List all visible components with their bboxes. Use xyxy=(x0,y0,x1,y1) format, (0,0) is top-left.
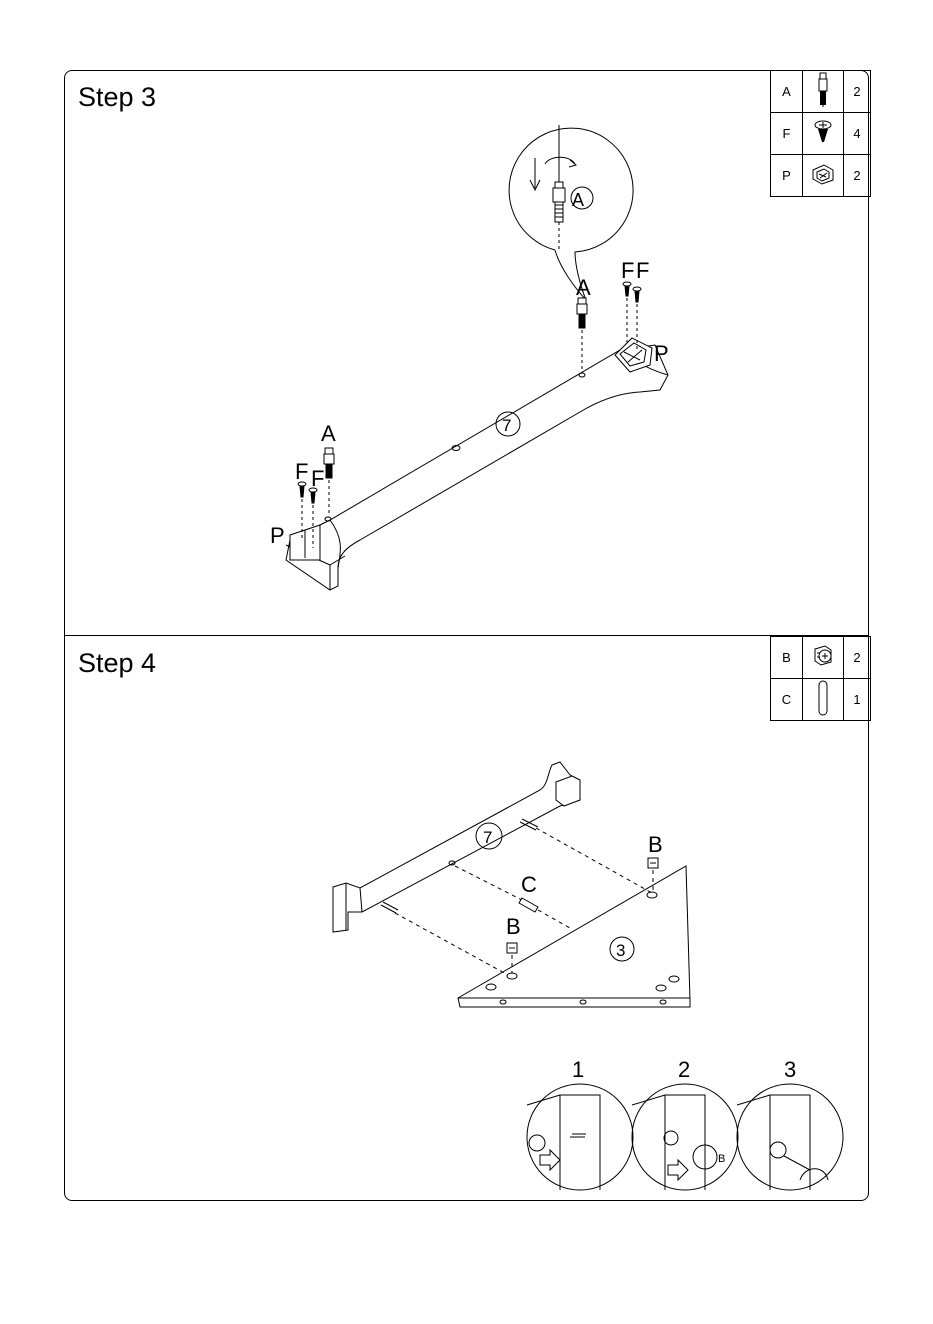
label-panel-7: 7 xyxy=(502,416,511,435)
sequence-detail-2 xyxy=(632,1084,738,1190)
label-a-detail: A xyxy=(572,190,584,210)
part-code: C xyxy=(771,679,803,721)
rail-panel-7 xyxy=(286,345,668,590)
rail-panel-7-step4 xyxy=(333,762,580,932)
label-rail-panel-7: 7 xyxy=(483,828,492,847)
cam-lock-b-right xyxy=(648,858,658,868)
label-a-right: A xyxy=(576,275,591,300)
cam-lock-icon xyxy=(803,637,844,679)
label-p-right: P xyxy=(654,341,669,366)
shelf-panel-3 xyxy=(458,866,690,1007)
label-shelf-panel-3: 3 xyxy=(616,941,625,960)
dowel-c xyxy=(519,898,538,912)
cam-lock-b-left xyxy=(507,943,517,953)
label-f-left-2: F xyxy=(311,466,324,491)
detail-callout-circle xyxy=(509,125,633,300)
step4-parts-table: B 2 C 1 xyxy=(770,636,871,721)
label-c: C xyxy=(521,872,537,897)
sequence-number-2: 2 xyxy=(678,1057,690,1082)
parts-row-c: C 1 xyxy=(771,679,871,721)
label-b-left: B xyxy=(506,914,521,939)
label-b-detail: B xyxy=(718,1153,725,1165)
part-code: B xyxy=(771,637,803,679)
bracket-p-left xyxy=(290,525,320,560)
label-f-right-2: F xyxy=(636,258,649,283)
bolt-a-left xyxy=(324,448,334,515)
bolt-a-right xyxy=(577,298,587,370)
part-qty: 2 xyxy=(844,637,871,679)
part-qty: 1 xyxy=(844,679,871,721)
label-a-left: A xyxy=(321,421,336,446)
label-f-right-1: F xyxy=(621,258,634,283)
sequence-detail-1 xyxy=(527,1084,633,1190)
sequence-detail-3 xyxy=(737,1084,843,1190)
step4-title: Step 4 xyxy=(78,648,156,679)
sequence-number-1: 1 xyxy=(572,1057,584,1082)
sequence-number-3: 3 xyxy=(784,1057,796,1082)
dowel-icon xyxy=(803,679,844,721)
label-p-left: P xyxy=(270,523,285,548)
label-b-right: B xyxy=(648,832,663,857)
label-f-left-1: F xyxy=(295,459,308,484)
parts-row-b: B 2 xyxy=(771,637,871,679)
